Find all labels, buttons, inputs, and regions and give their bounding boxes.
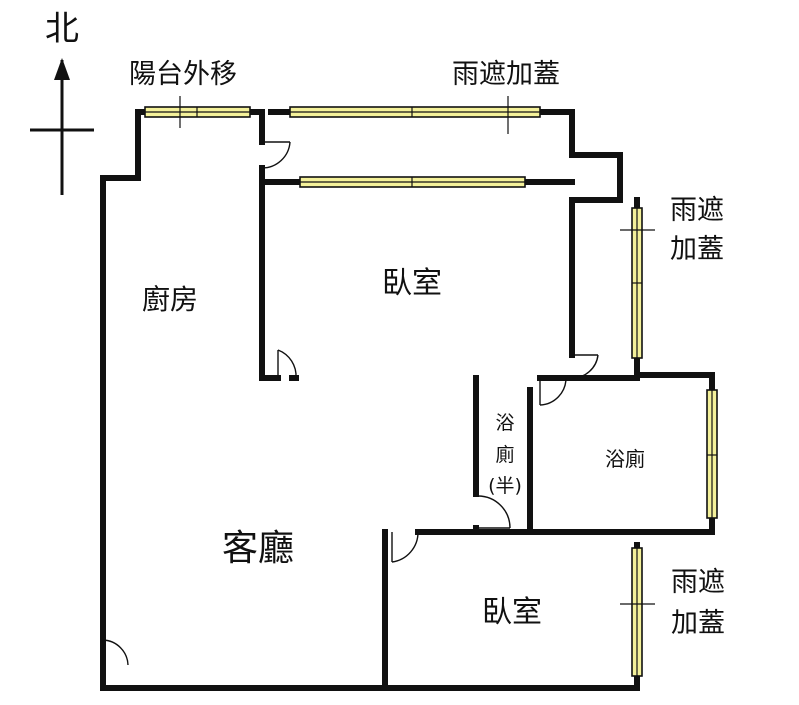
label-half-bath-1: 浴 xyxy=(495,412,514,434)
north-arrow-icon xyxy=(30,58,94,195)
door-entrance xyxy=(102,639,129,666)
label-awning-right-upper-2: 加蓋 xyxy=(670,234,724,265)
label-half-bath-2: 廁 xyxy=(495,443,514,466)
label-awning-right-lower-1: 雨遮 xyxy=(671,567,725,598)
label-half-bath-3: (半) xyxy=(488,475,522,497)
label-bathroom: 浴廁 xyxy=(605,447,645,471)
label-awning-right-lower-2: 加蓋 xyxy=(671,608,725,639)
door-right-closet xyxy=(571,354,599,379)
door-balcony xyxy=(261,141,291,169)
window-top-awning xyxy=(289,96,541,134)
door-bedroom-top xyxy=(277,349,297,379)
label-awning-right-upper-1: 雨遮 xyxy=(670,195,724,226)
label-living-room: 客廳 xyxy=(222,528,294,569)
window-right-upper xyxy=(620,207,655,359)
outer-walls xyxy=(100,109,715,691)
door-bathroom xyxy=(539,377,567,406)
label-bedroom-top: 臥室 xyxy=(382,266,442,301)
north-label: 北 xyxy=(45,9,79,49)
label-balcony-moved: 陽台外移 xyxy=(129,59,237,90)
window-right-lower xyxy=(620,547,655,677)
window-bathroom xyxy=(706,389,718,519)
label-bedroom-bottom: 臥室 xyxy=(482,595,542,630)
label-awning-top: 雨遮加蓋 xyxy=(452,59,560,90)
label-kitchen: 廚房 xyxy=(142,283,198,316)
door-half-bath xyxy=(476,495,511,529)
door-bedroom-bottom xyxy=(391,531,419,563)
window-bedroom-top xyxy=(299,176,526,188)
window-balcony xyxy=(144,96,251,128)
